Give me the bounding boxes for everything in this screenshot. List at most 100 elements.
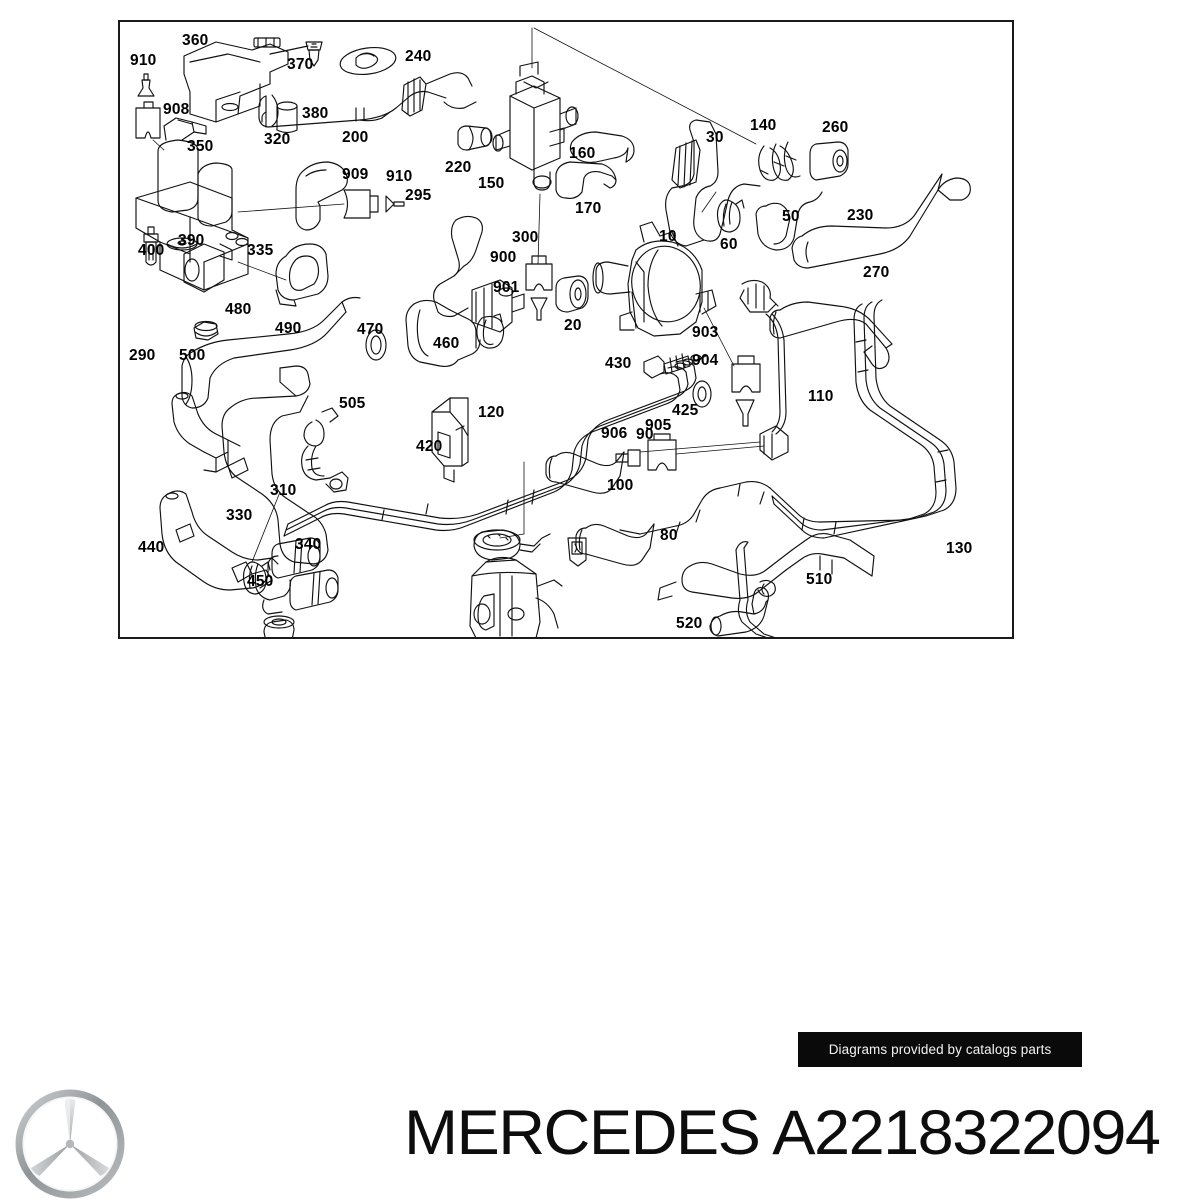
part-shape-909 — [237, 189, 379, 219]
callout-330: 330 — [226, 507, 253, 524]
parts-diagram-drawing — [135, 27, 971, 637]
callout-370: 370 — [287, 56, 314, 73]
callout-170: 170 — [575, 200, 602, 217]
part-shape-360 — [183, 37, 309, 123]
part-shape-340 — [289, 569, 339, 611]
part-shape-440 — [159, 490, 291, 615]
part-shape-30 — [665, 119, 761, 247]
callout-520: 520 — [676, 615, 703, 632]
callout-380: 380 — [302, 105, 329, 122]
part-shape-230 — [791, 173, 971, 269]
part-shape-400 — [143, 226, 159, 266]
callout-230: 230 — [847, 207, 874, 224]
part-shape-450 — [263, 615, 295, 637]
callout-240: 240 — [405, 48, 432, 65]
part-shape-460 — [405, 279, 525, 367]
callout-910b: 910 — [386, 168, 413, 185]
callout-160: 160 — [569, 145, 596, 162]
part-shape-170 — [555, 161, 617, 199]
part-shape-908 — [135, 101, 161, 139]
callout-200: 200 — [342, 129, 369, 146]
callout-390: 390 — [178, 232, 205, 249]
part-shape-490 — [181, 296, 361, 409]
part-shape-290 — [171, 391, 249, 479]
callout-400: 400 — [138, 242, 165, 259]
callout-510: 510 — [806, 571, 833, 588]
mercedes-star-logo-icon — [15, 1089, 125, 1199]
callout-360: 360 — [182, 32, 209, 49]
part-shape-60 — [716, 199, 745, 233]
callout-110: 110 — [808, 388, 834, 405]
part-shape-904 — [735, 399, 755, 427]
callout-908: 908 — [163, 101, 190, 118]
callout-430: 430 — [605, 355, 632, 372]
callout-904: 904 — [692, 352, 719, 369]
part-shape-903 — [731, 355, 761, 393]
part-shape-520 — [709, 587, 770, 637]
callout-130: 130 — [946, 540, 973, 557]
part-shape-80 — [575, 523, 655, 566]
callout-505: 505 — [339, 395, 366, 412]
callout-500: 500 — [179, 347, 206, 364]
callout-270: 270 — [863, 264, 890, 281]
part-shape-430 — [643, 353, 691, 379]
part-shape-20 — [555, 275, 589, 313]
callout-290: 290 — [129, 347, 156, 364]
callout-900: 900 — [490, 249, 517, 266]
part-shape-901 — [530, 297, 548, 321]
part-shape-270 — [769, 301, 893, 370]
callout-909: 909 — [342, 166, 369, 183]
callout-140: 140 — [750, 117, 777, 134]
part-shape-320 — [295, 161, 348, 231]
part-shape-330 — [242, 491, 281, 595]
watermark-banner: Diagrams provided by catalogs parts — [798, 1032, 1082, 1067]
callout-906: 906 — [601, 425, 628, 442]
part-shape-390 — [166, 237, 198, 251]
callout-901: 901 — [493, 279, 520, 296]
part-shape-90 — [545, 451, 625, 494]
part-shape-300 — [476, 313, 505, 349]
part-shape-260 — [809, 141, 849, 181]
callout-80: 80 — [660, 527, 678, 544]
part-shape-220 — [457, 125, 493, 151]
part-shape-370 — [305, 41, 323, 67]
part-shape-50 — [755, 191, 823, 251]
part-shape-150 — [492, 27, 757, 191]
part-shape-140 — [758, 141, 801, 181]
callout-10: 10 — [659, 228, 677, 245]
part-shape-470 — [365, 329, 387, 361]
callout-480: 480 — [225, 301, 252, 318]
callout-20: 20 — [564, 317, 582, 334]
callout-295: 295 — [405, 187, 432, 204]
part-shape-510 — [657, 533, 875, 637]
callout-490: 490 — [275, 320, 302, 337]
part-shape-tank — [469, 529, 563, 637]
callout-320: 320 — [264, 131, 291, 148]
callout-120: 120 — [478, 404, 505, 421]
part-shape-905 — [647, 433, 765, 471]
callout-50: 50 — [782, 208, 800, 225]
part-shape-900 — [525, 193, 553, 291]
callout-470: 470 — [357, 321, 384, 338]
part-shape-420 — [283, 354, 707, 537]
callout-420: 420 — [416, 438, 443, 455]
part-shape-335 — [237, 243, 329, 307]
part-shape-120 — [431, 397, 469, 483]
watermark-text: Diagrams provided by catalogs parts — [828, 1042, 1052, 1057]
part-shape-380 — [276, 101, 298, 134]
callout-905: 905 — [645, 417, 672, 434]
diagram-frame: 910 360 370 240 908 380 350 320 200 220 … — [118, 20, 1014, 639]
callout-903: 903 — [692, 324, 719, 341]
part-shape-910b — [385, 195, 405, 213]
part-shape-240 — [339, 46, 397, 76]
part-shape-350 — [135, 117, 249, 293]
callout-450: 450 — [247, 573, 274, 590]
brand-row: MERCEDES A2218322094 — [0, 1088, 1200, 1200]
part-shape-100 — [499, 461, 587, 567]
callout-350: 350 — [187, 138, 214, 155]
part-shape-480 — [193, 320, 219, 341]
callout-220: 220 — [445, 159, 472, 176]
part-shape-500 — [221, 365, 329, 565]
callout-150: 150 — [478, 175, 505, 192]
part-shape-425 — [692, 380, 712, 408]
